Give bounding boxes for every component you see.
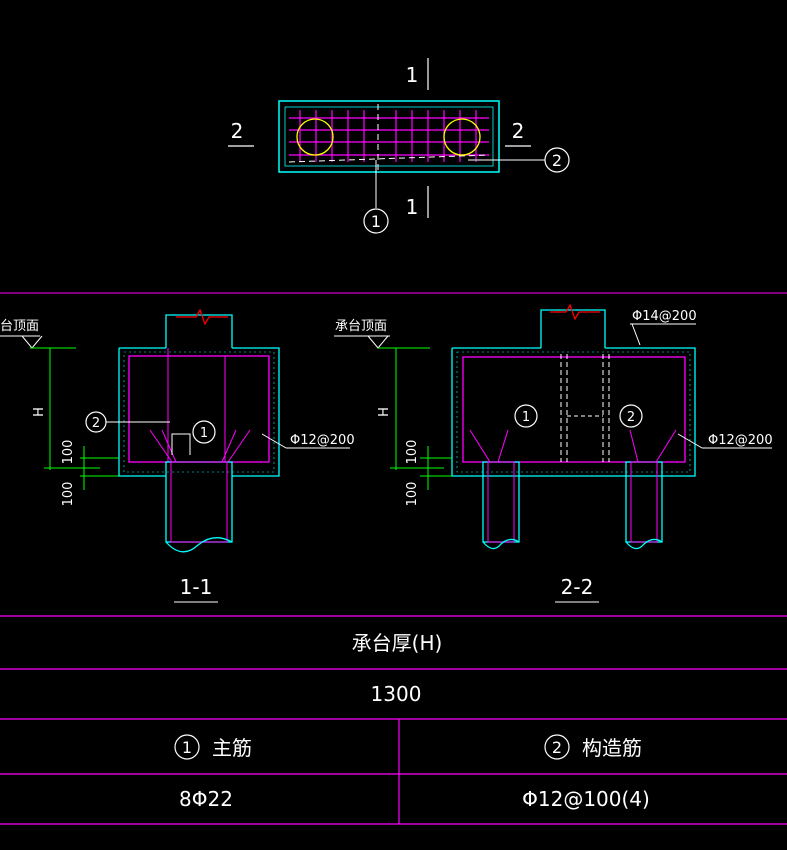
section-2-2: 承台顶面 H 100 100 1 2 Φ14@200 Φ12@200 2-2	[334, 303, 773, 603]
cut-1-top-label: 1	[406, 63, 419, 87]
plan-dashed-bar	[288, 154, 490, 163]
cut-2-left-label: 2	[231, 119, 244, 143]
rebar-table: 承台厚(H) 1300 1 主筋 2 构造筋 8Φ22 Φ12@100(4)	[0, 615, 787, 825]
s1-break-line	[176, 308, 228, 326]
cut-2-right-label: 2	[512, 119, 525, 143]
s2-structural-bars	[560, 354, 610, 462]
s1-elevation-marker	[21, 335, 43, 349]
table-header: 承台厚(H)	[352, 631, 443, 655]
s2-top-label: 承台顶面	[335, 319, 387, 334]
section-1-1: 台顶面 H 100 100 2 1 Φ12@200 1-1	[0, 308, 355, 603]
plan-pile-left	[296, 118, 334, 156]
s1-dim-h: H	[32, 407, 47, 417]
s1-callout-1: 1	[200, 426, 208, 441]
plan-cap-inner-outline	[284, 106, 494, 167]
table-col1-circle	[174, 734, 200, 760]
table-thickness: 1300	[371, 682, 422, 706]
plan-callout-1-circle	[363, 208, 389, 234]
table-col1-name: 主筋	[212, 736, 252, 760]
s1-dim-100-upper: 100	[61, 440, 76, 465]
table-col1-num: 1	[182, 738, 192, 757]
s2-callout-1: 1	[522, 410, 530, 425]
s1-callout-2-circle	[85, 411, 107, 433]
s2-callout-1-circle	[514, 404, 538, 428]
plan-rebar-grid	[289, 110, 489, 162]
s1-pile	[165, 461, 233, 543]
s1-rebar-label: Φ12@200	[290, 433, 355, 448]
s1-column-stub	[165, 314, 233, 348]
plan-pile-right	[443, 118, 481, 156]
s2-dim-100-lower: 100	[405, 482, 420, 507]
plan-callout-2-circle	[544, 147, 570, 173]
s1-pile-break	[165, 537, 233, 553]
plan-cap-outline	[278, 100, 500, 173]
s2-break-line	[550, 303, 600, 321]
s2-column-stub	[540, 309, 606, 348]
s1-top-label: 台顶面	[0, 319, 39, 334]
plan-callout-2-text: 2	[552, 151, 562, 170]
s2-cap-outline	[451, 347, 696, 477]
s1-callout-1-circle	[192, 420, 216, 444]
s1-dim-100-lower: 100	[61, 482, 76, 507]
table-col1-value: 8Φ22	[179, 787, 233, 811]
s2-rebar-top-label: Φ14@200	[632, 309, 697, 324]
s2-callout-2-circle	[619, 404, 643, 428]
s1-rebar-cage	[128, 355, 270, 463]
s1-title: 1-1	[180, 575, 213, 599]
s1-callout-2: 2	[92, 416, 100, 431]
plan-view: 1 1 2 2 1 2	[228, 58, 570, 234]
cut-1-bottom-label: 1	[406, 195, 419, 219]
s2-rebar-cage	[462, 356, 686, 463]
table-col2-name: 构造筋	[582, 736, 642, 760]
table-col2-value: Φ12@100(4)	[522, 787, 650, 811]
s2-title: 2-2	[561, 575, 594, 599]
s2-elevation-marker	[367, 335, 389, 349]
s2-rebar-side-label: Φ12@200	[708, 433, 773, 448]
s2-dim-100-upper: 100	[405, 440, 420, 465]
table-col2-circle	[544, 734, 570, 760]
table-col2-num: 2	[552, 738, 562, 757]
plan-callout-1-text: 1	[371, 212, 381, 231]
s2-dim-h: H	[377, 407, 392, 417]
s1-cap-outline	[232, 347, 280, 477]
s2-callout-2: 2	[627, 410, 635, 425]
